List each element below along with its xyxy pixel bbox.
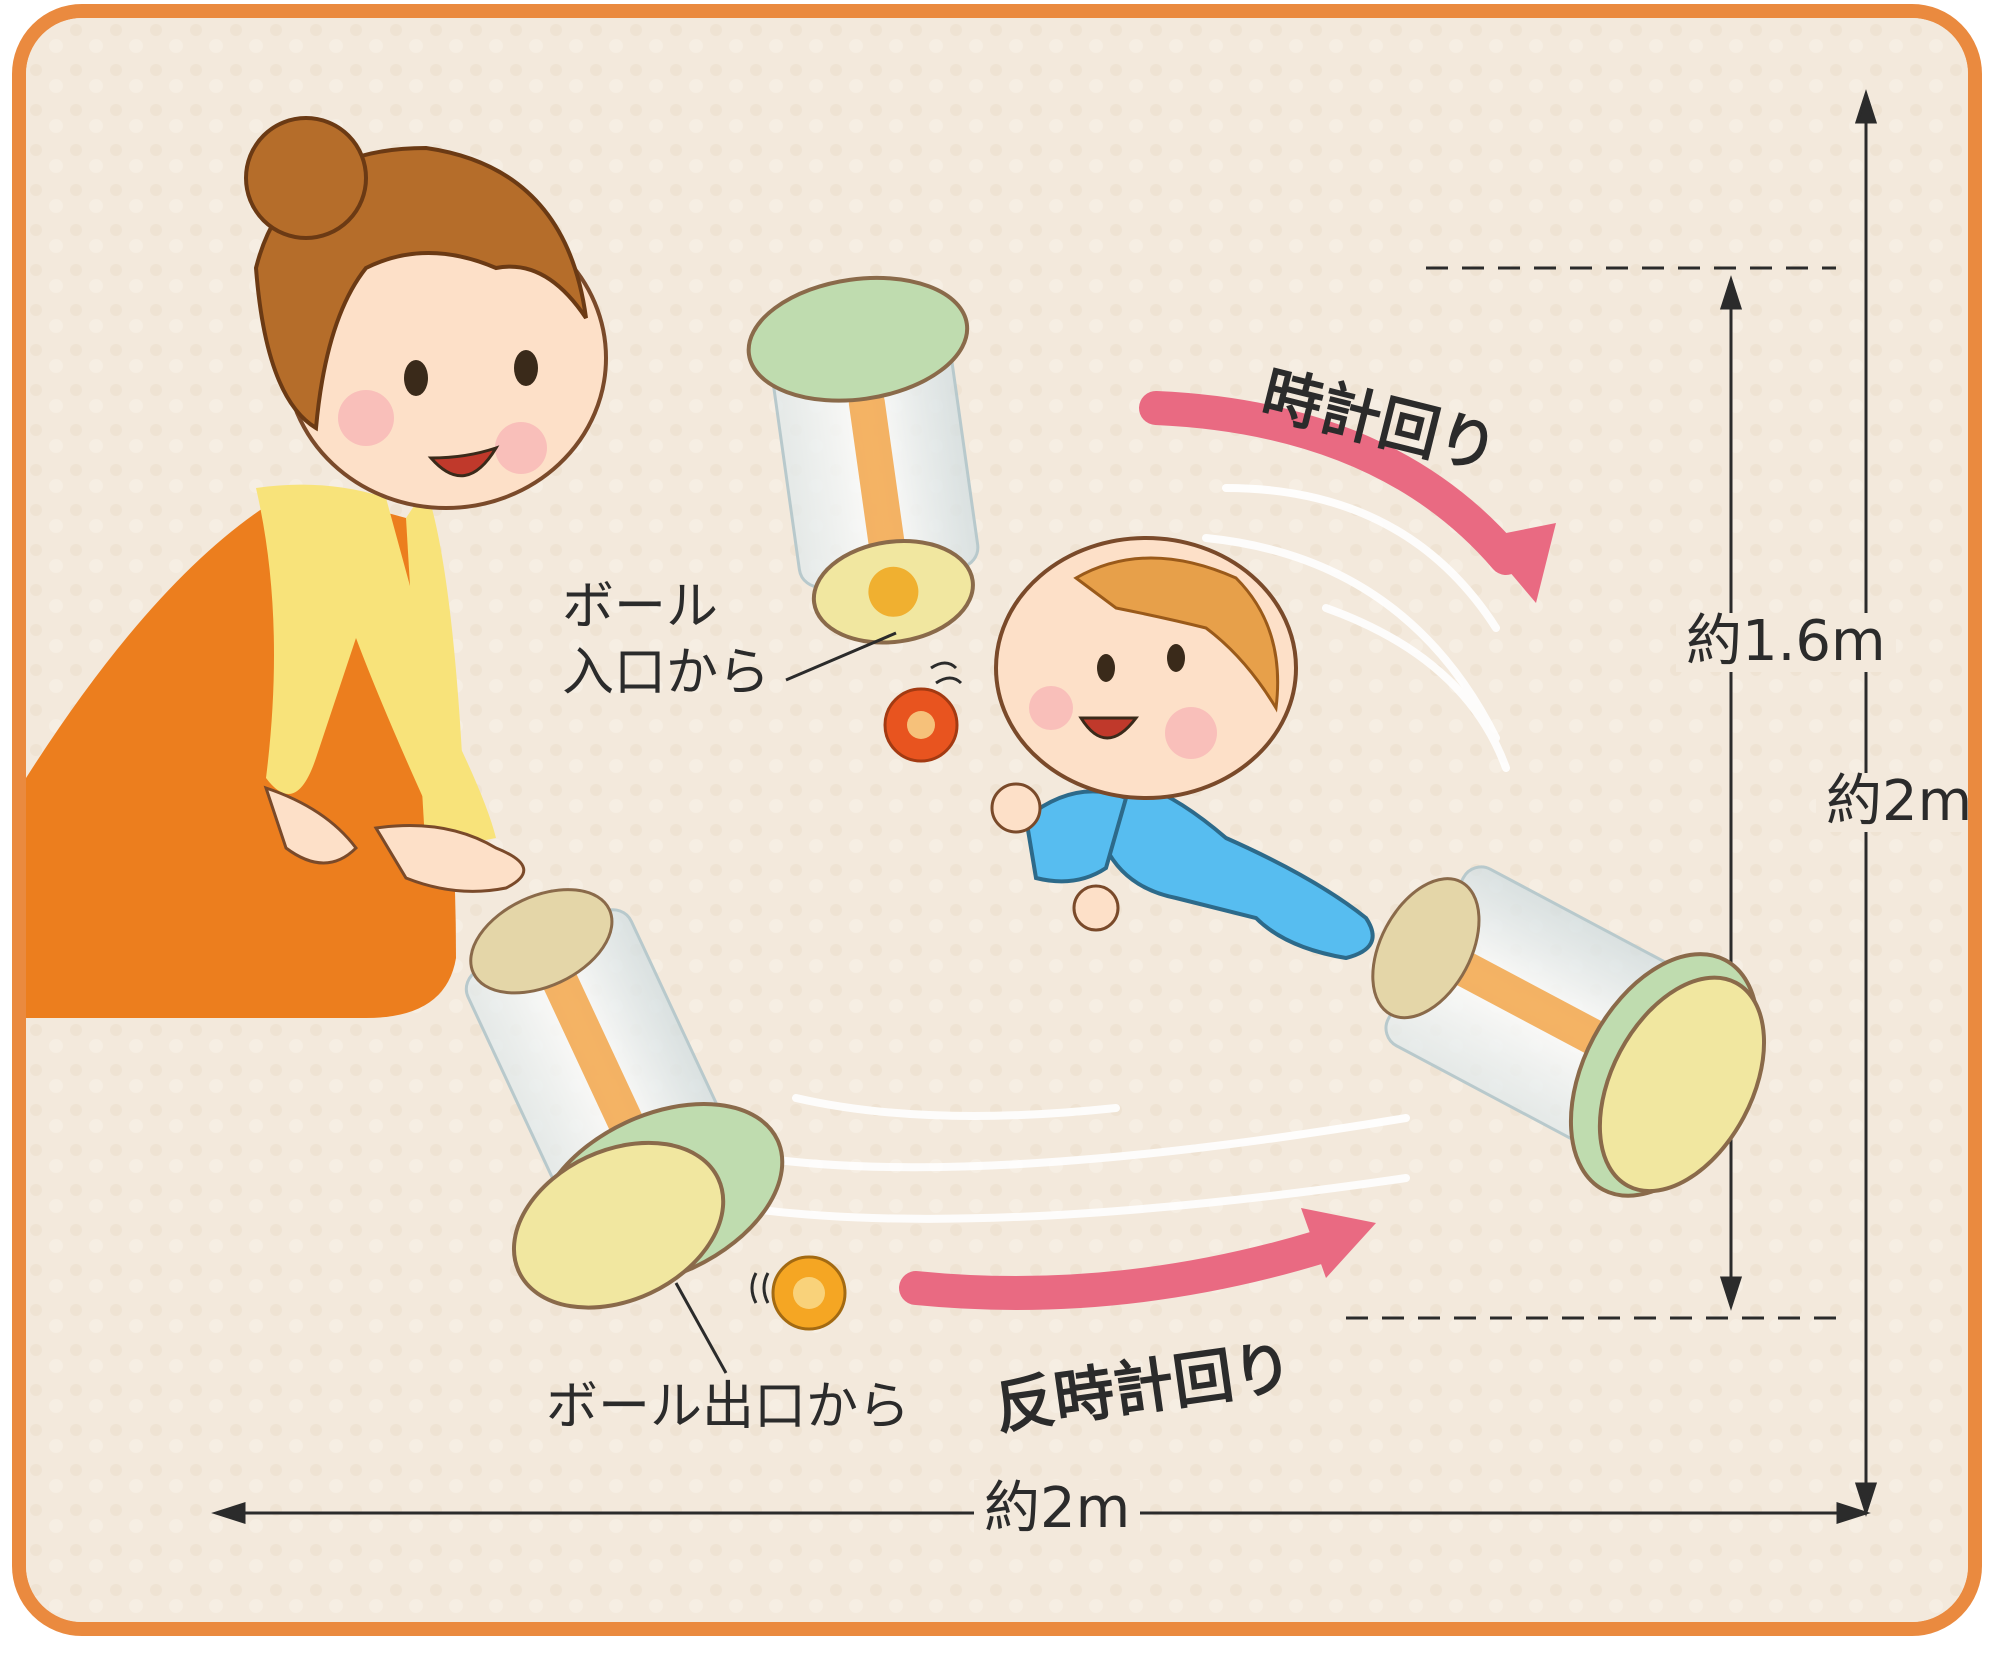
counter-clockwise-arrow [899,1208,1376,1310]
dim-inner-label: 約1.6m [1676,612,1896,672]
ball-entrance-label-line2: 入口から [562,643,771,703]
ball-bottom [750,1255,847,1331]
exit-leader-line [674,1282,728,1374]
ball-entrance-label-line1: ボール [562,577,719,637]
baby-figure [990,536,1375,961]
ball-exit-label: ボール出口から [546,1377,911,1437]
roller-toy-right [1371,865,1767,1198]
ball-top [883,661,963,763]
roller-toy-left [464,888,785,1310]
entrance-leader-line [785,631,897,682]
dim-width-label: 約2m [974,1479,1141,1539]
roller-toy-top [746,275,980,645]
illustration-frame: ボール 入口から ボール出口から 時計回り 反時計回り 約2m 約2m 約1.6… [12,4,1982,1636]
dimension-lines [211,89,1878,1525]
scene-illustration [26,18,1968,1622]
clockwise-arrow [1139,391,1556,603]
mother-figure [26,116,608,1018]
dim-height-label: 約2m [1816,772,1968,832]
